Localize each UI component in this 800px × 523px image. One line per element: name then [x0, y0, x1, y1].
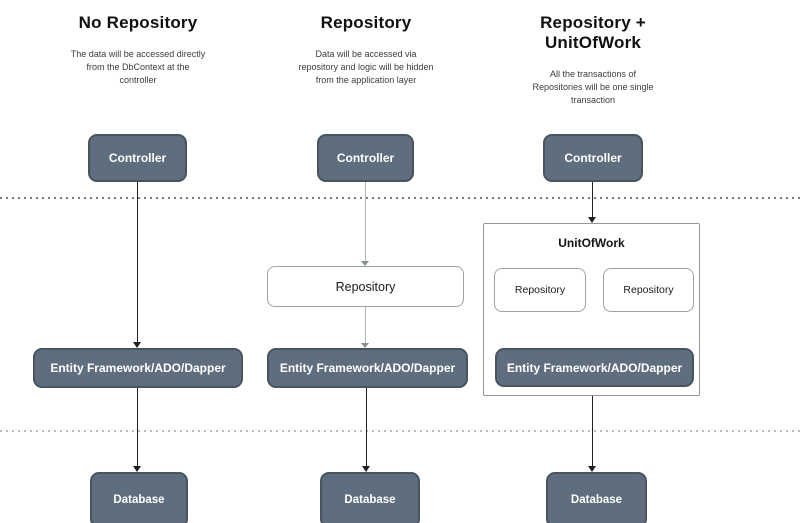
arrowhead-icon — [362, 466, 370, 472]
arrowhead-icon — [588, 466, 596, 472]
node-label: Controller — [336, 151, 395, 165]
column-title-repository-unitofwork: Repository + UnitOfWork — [508, 13, 678, 53]
node-label: Entity Framework/ADO/Dapper — [279, 361, 456, 375]
ef-node-col1: Entity Framework/ADO/Dapper — [33, 348, 243, 388]
node-label: Controller — [108, 151, 167, 165]
repository-node-uow-2: Repository — [603, 268, 694, 312]
description-line: from the DbContext at the — [86, 62, 190, 72]
node-label: Repository — [335, 279, 396, 294]
node-label: Entity Framework/ADO/Dapper — [506, 360, 683, 375]
arrowhead-icon — [588, 217, 596, 223]
unitofwork-label: UnitOfWork — [558, 236, 625, 250]
node-label: Database — [113, 494, 165, 506]
node-label: Controller — [564, 151, 622, 165]
node-label: Database — [344, 494, 396, 506]
title-line: Repository — [320, 13, 412, 32]
description-line: repository and logic will be hidden — [298, 62, 434, 72]
arrow-repository-to-ef-col2 — [365, 307, 366, 344]
layer-divider-top — [0, 197, 800, 199]
column-description-no-repository: The data will be accessed directly from … — [53, 48, 223, 87]
node-label: Database — [570, 494, 623, 506]
repository-node-uow-1: Repository — [494, 268, 586, 312]
arrowhead-icon — [133, 342, 141, 348]
column-description-repository: Data will be accessed via repository and… — [276, 48, 456, 87]
arrowhead-icon — [361, 343, 369, 348]
node-label: Repository — [623, 284, 674, 296]
database-node-col1: Database — [90, 472, 188, 523]
ef-node-col2: Entity Framework/ADO/Dapper — [267, 348, 468, 388]
arrow-controller-to-unitofwork-col3 — [592, 182, 593, 218]
unitofwork-container: UnitOfWork Repository Repository Entity … — [483, 223, 700, 396]
controller-node-col2: Controller — [317, 134, 414, 182]
repository-node-col2: Repository — [267, 266, 464, 307]
description-line: Data will be accessed via — [315, 49, 417, 59]
ef-node-col3: Entity Framework/ADO/Dapper — [495, 348, 694, 387]
description-line: transaction — [570, 95, 616, 105]
description-line: Repositories will be one single — [532, 82, 654, 92]
description-line: The data will be accessed directly — [70, 49, 206, 59]
title-line: UnitOfWork — [544, 33, 642, 52]
node-label: Repository — [514, 284, 566, 296]
arrow-ef-to-database-col2 — [366, 388, 367, 466]
arrow-ef-to-database-col1 — [137, 388, 138, 466]
title-line: No Repository — [78, 13, 198, 32]
database-node-col2: Database — [320, 472, 420, 523]
arrowhead-icon — [361, 261, 369, 266]
arrow-unitofwork-to-database-col3 — [592, 396, 593, 466]
column-title-repository: Repository — [266, 13, 466, 33]
arrow-controller-to-ef-col1 — [137, 182, 138, 343]
description-line: from the application layer — [315, 75, 417, 85]
arrow-controller-to-repository-col2 — [365, 182, 366, 262]
description-line: All the transactions of — [549, 69, 637, 79]
column-description-repository-unitofwork: All the transactions of Repositories wil… — [513, 68, 673, 107]
column-title-no-repository: No Repository — [38, 13, 238, 33]
description-line: controller — [119, 75, 157, 85]
layer-divider-bottom — [0, 430, 800, 432]
title-line: Repository + — [540, 13, 646, 32]
controller-node-col3: Controller — [543, 134, 643, 182]
controller-node-col1: Controller — [88, 134, 187, 182]
arrowhead-icon — [133, 466, 141, 472]
database-node-col3: Database — [546, 472, 647, 523]
node-label: Entity Framework/ADO/Dapper — [50, 361, 226, 375]
